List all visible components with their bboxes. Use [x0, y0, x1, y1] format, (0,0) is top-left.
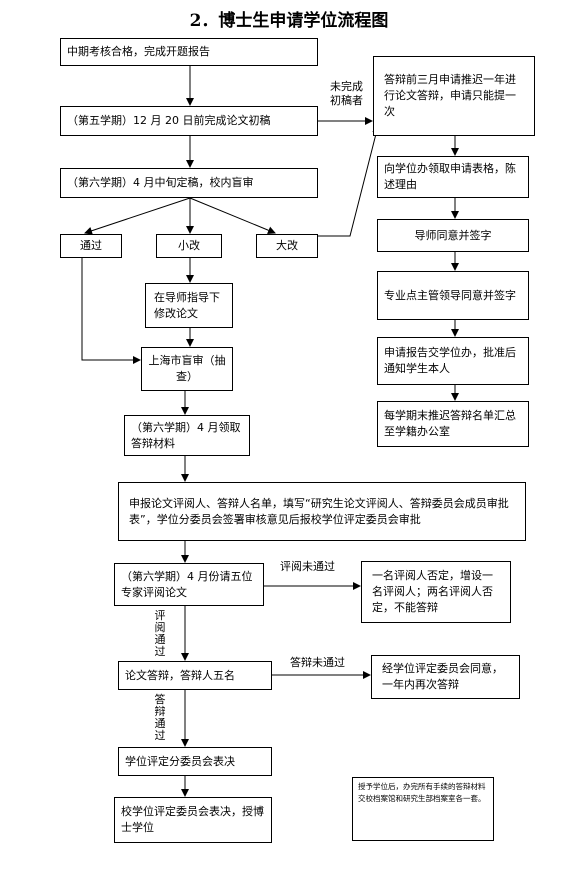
step-defense-text: 论文答辩，答辩人五名: [125, 668, 235, 682]
step-shanghai-review-text: 上海市盲审（抽查）: [148, 354, 226, 383]
step-sub-committee-text: 学位评定分委员会表决: [125, 754, 235, 768]
branch-pass-text: 通过: [80, 239, 102, 252]
side-leader-sign: 专业点主管领导同意并签字: [377, 271, 529, 320]
step-expert-review-text: （第六学期）4 月份请五位专家评阅论文: [121, 569, 253, 599]
branch-pass: 通过: [60, 234, 122, 258]
side-supervisor-sign: 导师同意并签字: [377, 219, 529, 252]
step-first-draft-text: （第五学期）12 月 20 日前完成论文初稿: [67, 114, 271, 127]
archive-note: 授予学位后，办完所有手续的答辩材料交校档案馆和研究生部档案室各一套。: [352, 777, 494, 841]
side-defense-fail: 经学位评定委员会同意，一年内再次答辩: [371, 655, 520, 699]
step-defense: 论文答辩，答辩人五名: [118, 661, 272, 690]
label-defense-fail: 答辩未通过: [290, 656, 345, 669]
step-expert-review: （第六学期）4 月份请五位专家评阅论文: [114, 563, 264, 606]
step-sub-committee: 学位评定分委员会表决: [118, 747, 272, 776]
step-get-materials-text: （第六学期）4 月领取答辩材料: [131, 420, 241, 450]
branch-major: 大改: [256, 234, 318, 258]
branch-minor-text: 小改: [178, 239, 200, 252]
side-summary: 每学期末推迟答辩名单汇总至学籍办公室: [377, 401, 529, 447]
step-midterm: 中期考核合格，完成开题报告: [60, 38, 318, 66]
side-submit-office: 申请报告交学位办，批准后通知学生本人: [377, 337, 529, 385]
side-leader-sign-text: 专业点主管领导同意并签字: [384, 288, 516, 302]
label-review-pass: 评阅通过: [154, 609, 166, 658]
side-review-fail-text: 一名评阅人否定，增设一名评阅人；两名评阅人否定，不能答辩: [372, 569, 493, 614]
step-first-draft: （第五学期）12 月 20 日前完成论文初稿: [60, 106, 318, 136]
side-supervisor-sign-text: 导师同意并签字: [414, 228, 492, 242]
side-delay-request-text: 答辩前三月申请推迟一年进行论文答辩，申请只能提一次: [384, 73, 516, 118]
step-final-draft: （第六学期）4 月中旬定稿，校内盲审: [60, 168, 318, 198]
side-get-form: 向学位办领取申请表格，陈述理由: [377, 156, 529, 198]
step-university-committee: 校学位评定委员会表决，授博士学位: [114, 797, 272, 843]
side-delay-request: 答辩前三月申请推迟一年进行论文答辩，申请只能提一次: [373, 56, 535, 136]
label-defense-pass: 答辩通过: [154, 693, 166, 742]
side-defense-fail-text: 经学位评定委员会同意，一年内再次答辩: [382, 662, 503, 691]
step-get-materials: （第六学期）4 月领取答辩材料: [124, 415, 250, 456]
branch-minor: 小改: [156, 234, 222, 258]
side-summary-text: 每学期末推迟答辩名单汇总至学籍办公室: [384, 409, 516, 438]
side-submit-office-text: 申请报告交学位办，批准后通知学生本人: [384, 346, 516, 375]
archive-note-text: 授予学位后，办完所有手续的答辩材料交校档案馆和研究生部档案室各一套。: [358, 782, 486, 803]
step-university-committee-text: 校学位评定委员会表决，授博士学位: [121, 805, 264, 834]
branch-major-text: 大改: [276, 239, 298, 252]
label-not-done: 未完成初稿者: [330, 80, 363, 107]
step-report-reviewers-text: 申报论文评阅人、答辩人名单，填写“研究生论文评阅人、答辩委员会成员审批表”，学位…: [129, 496, 509, 526]
step-revise: 在导师指导下修改论文: [145, 283, 233, 328]
step-midterm-text: 中期考核合格，完成开题报告: [67, 45, 210, 58]
step-final-draft-text: （第六学期）4 月中旬定稿，校内盲审: [67, 176, 254, 189]
side-get-form-text: 向学位办领取申请表格，陈述理由: [384, 162, 516, 191]
step-report-reviewers: 申报论文评阅人、答辩人名单，填写“研究生论文评阅人、答辩委员会成员审批表”，学位…: [118, 482, 526, 541]
label-review-fail: 评阅未通过: [280, 560, 335, 573]
step-revise-text: 在导师指导下修改论文: [154, 290, 220, 320]
page-title: 2．博士生申请学位流程图: [189, 11, 389, 31]
side-review-fail: 一名评阅人否定，增设一名评阅人；两名评阅人否定，不能答辩: [361, 561, 511, 623]
step-shanghai-review: 上海市盲审（抽查）: [141, 347, 233, 391]
